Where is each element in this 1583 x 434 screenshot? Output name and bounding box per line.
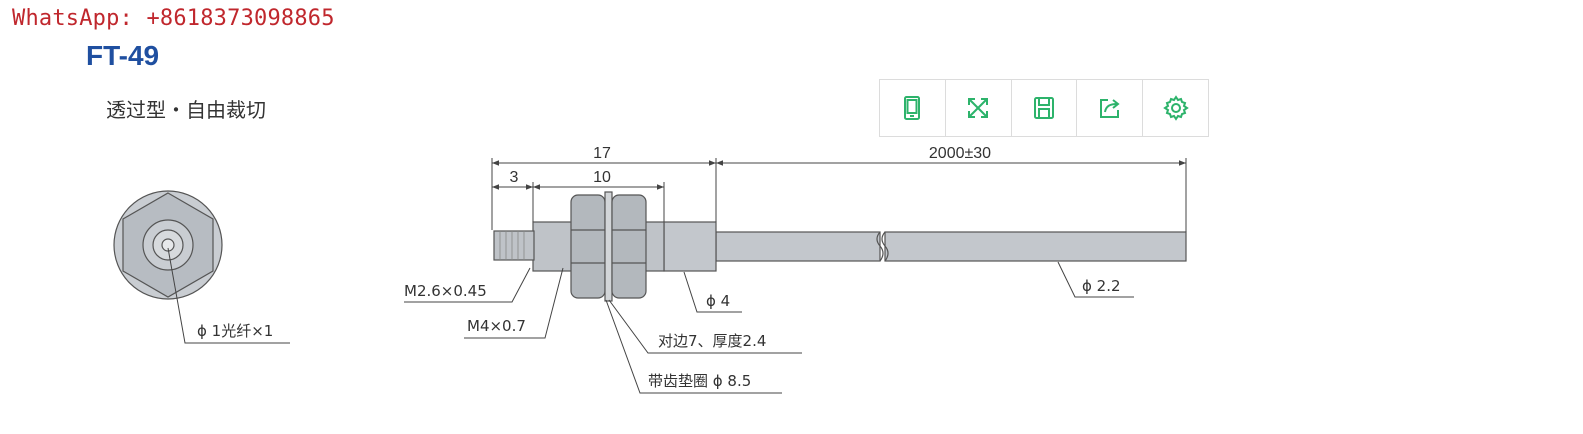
end-view — [113, 190, 223, 300]
fiber-label: ϕ 1光纤×1 — [197, 322, 273, 340]
model-subtitle: 透过型・自由裁切 — [106, 98, 266, 122]
dim-thread-length: 10 — [593, 169, 611, 186]
gear-icon — [1162, 95, 1189, 121]
share-icon — [1099, 99, 1120, 118]
dim-tip-length: 3 — [510, 169, 519, 186]
fullscreen-button[interactable] — [946, 80, 1012, 136]
tablet-view-button[interactable] — [880, 80, 946, 136]
share-button[interactable] — [1077, 80, 1144, 136]
sleeve-diameter-label: ϕ 4 — [706, 292, 730, 310]
cable-diameter-label: ϕ 2.2 — [1082, 277, 1121, 295]
viewer-toolbar — [879, 79, 1209, 137]
nut-label: 对边7、厚度2.4 — [658, 332, 766, 350]
tip-thread-label: M2.6×0.45 — [404, 282, 487, 300]
side-view — [493, 191, 1187, 302]
dim-total-length: 17 — [593, 145, 611, 162]
dimension-lines — [491, 158, 1187, 232]
save-button[interactable] — [1012, 80, 1078, 136]
model-title: FT-49 — [86, 40, 160, 71]
body-thread-label: M4×0.7 — [467, 317, 526, 335]
dim-cable-length: 2000±30 — [929, 145, 991, 162]
leader-lines — [404, 261, 1134, 394]
tablet-icon — [904, 96, 921, 120]
settings-button[interactable] — [1143, 80, 1208, 136]
fiber-leader — [167, 247, 290, 344]
expand-icon — [968, 98, 989, 118]
tip-thread-hatch — [499, 231, 525, 260]
watermark-text: WhatsApp: +8618373098865 — [12, 6, 335, 31]
save-icon — [1033, 97, 1054, 119]
washer-label: 带齿垫圈 ϕ 8.5 — [648, 372, 751, 390]
